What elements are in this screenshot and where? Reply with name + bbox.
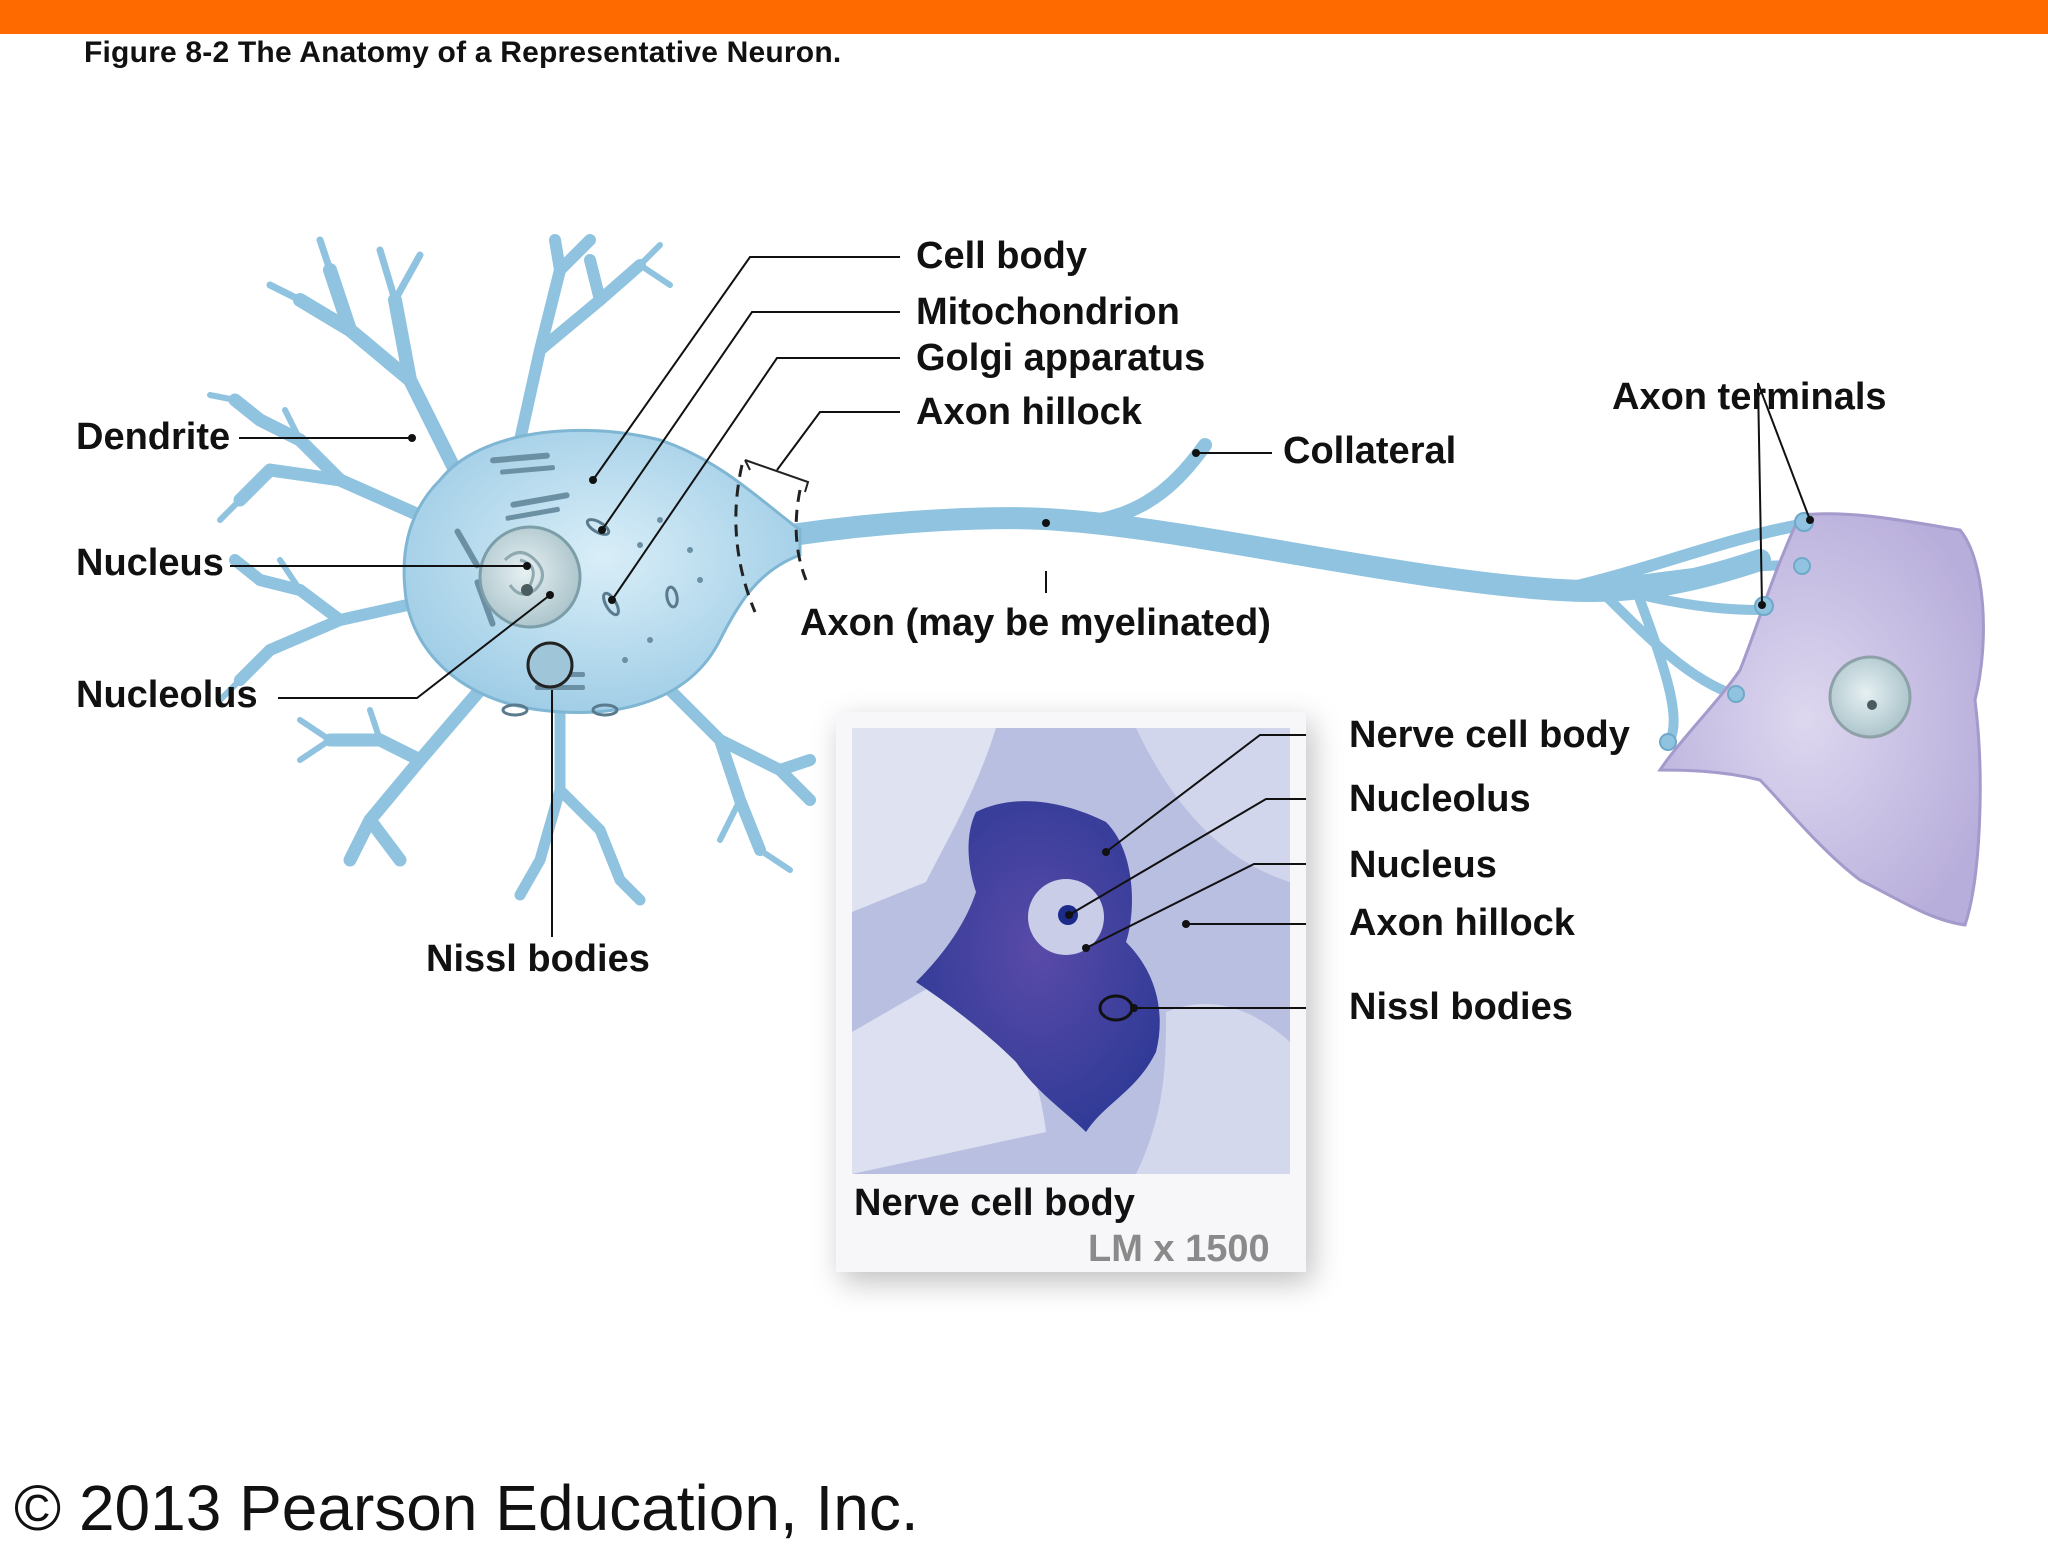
- micrograph-caption: Nerve cell body: [854, 1182, 1135, 1224]
- label-dendrite: Dendrite: [76, 416, 231, 458]
- label-nissl-bodies: Nissl bodies: [426, 938, 650, 980]
- hillock-bracket: [744, 459, 810, 493]
- top-accent-bar: [0, 0, 2048, 34]
- label-nucleus: Nucleus: [76, 542, 224, 584]
- nucleus: [478, 525, 582, 629]
- label-axon-hillock: Axon hillock: [916, 391, 1142, 433]
- collateral-branch: [1093, 438, 1212, 527]
- label-golgi-apparatus: Golgi apparatus: [916, 337, 1206, 379]
- leader-dots: [408, 434, 1814, 609]
- label-collateral: Collateral: [1283, 430, 1457, 472]
- hillock-dash-right: [794, 489, 808, 581]
- figure-title: Figure 8-2 The Anatomy of a Representati…: [84, 36, 842, 69]
- nissl-body-circle: [526, 641, 574, 689]
- micrograph-magnification: LM x 1500: [1088, 1228, 1270, 1270]
- copyright-notice: © 2013 Pearson Education, Inc.: [14, 1472, 919, 1544]
- label-cell-body: Cell body: [916, 235, 1088, 277]
- micrograph-label-nucleus: Nucleus: [1349, 844, 1497, 886]
- axon: [749, 507, 1771, 602]
- target-cell: [1657, 512, 1985, 927]
- label-nucleolus: Nucleolus: [76, 674, 258, 716]
- stained-cell-body: [916, 801, 1160, 1132]
- leader-lines: [230, 256, 1811, 937]
- micrograph-label-nerve-cell-body: Nerve cell body: [1349, 714, 1630, 756]
- dendrites: [207, 234, 816, 906]
- micrograph-label-nissl-bodies: Nissl bodies: [1349, 986, 1573, 1028]
- nucleolus: [521, 584, 533, 596]
- micrograph-leader-dots: [1065, 848, 1190, 1012]
- micrograph-label-nucleolus: Nucleolus: [1349, 778, 1531, 820]
- micrograph-card: Nerve cell body LM x 1500: [836, 712, 1345, 1272]
- target-nucleus: [1828, 655, 1912, 739]
- label-mitochondrion: Mitochondrion: [916, 291, 1180, 333]
- label-axon: Axon (may be myelinated): [800, 602, 1271, 644]
- label-axon-terminals: Axon terminals: [1612, 376, 1887, 418]
- micrograph-label-axon-hillock: Axon hillock: [1349, 902, 1575, 944]
- micrograph-image: [852, 728, 1345, 1174]
- cell-body: [402, 428, 802, 714]
